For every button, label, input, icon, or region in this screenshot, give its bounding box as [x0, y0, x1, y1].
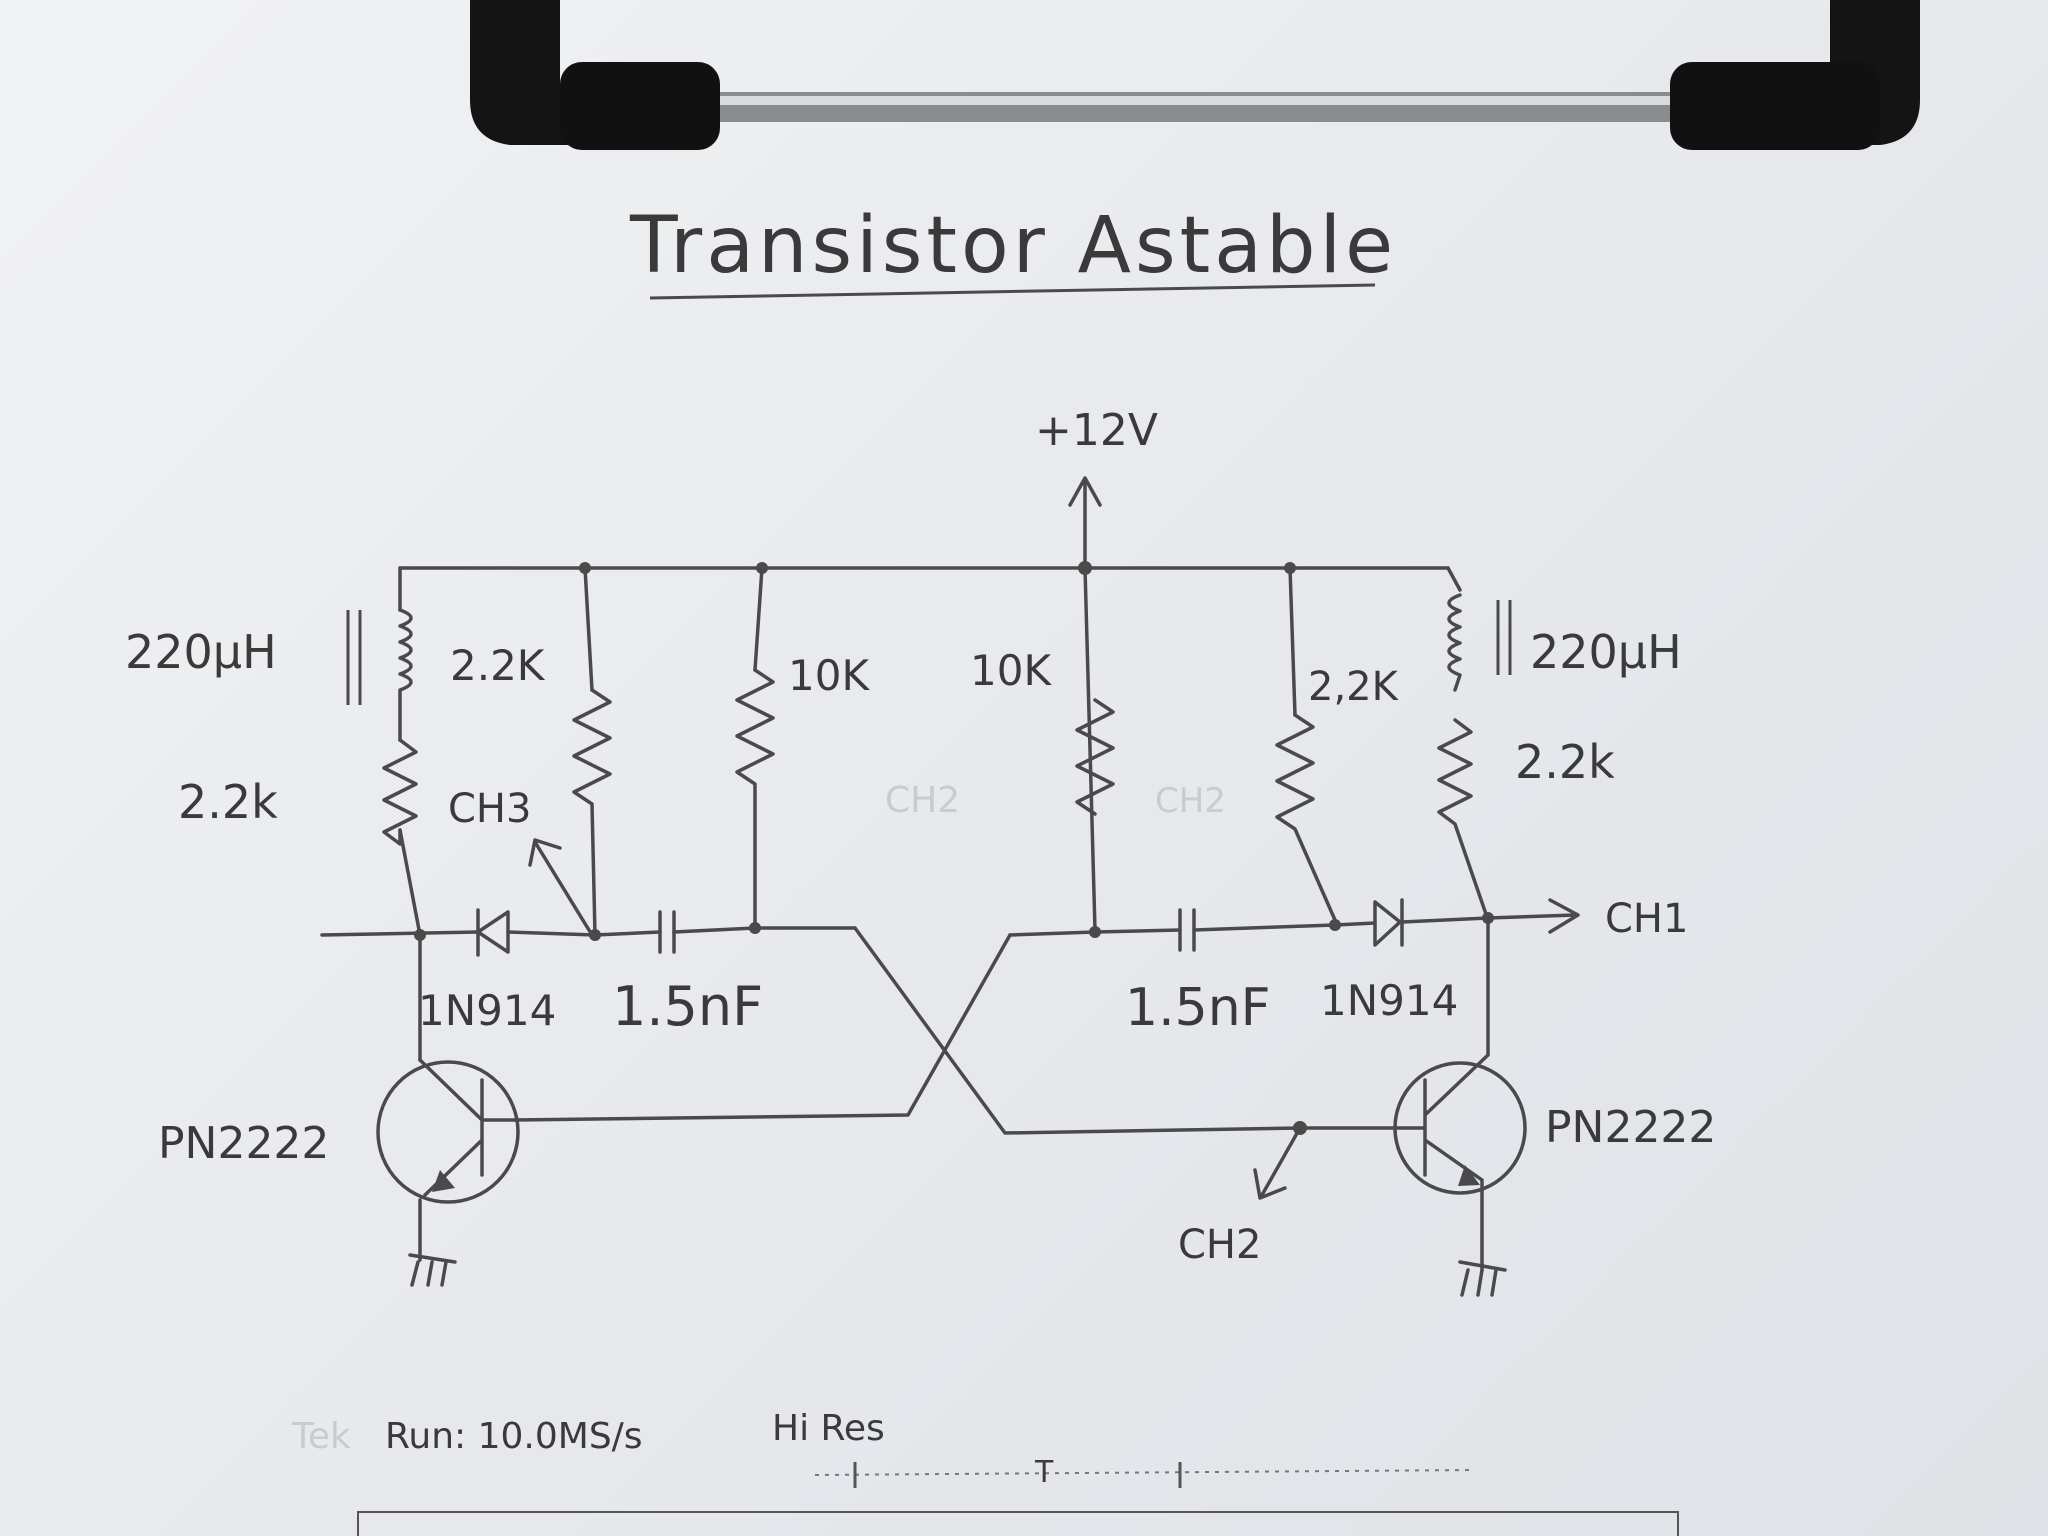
scope-brand: Tek [291, 1416, 351, 1457]
right-collector-resistor [1437, 718, 1490, 1057]
scope-mode: Hi Res [772, 1408, 885, 1449]
cross-wire-a [853, 926, 1302, 1135]
left-collector-resistor [382, 738, 418, 846]
left-collector-resistor-label: 2.2k [178, 775, 278, 829]
right-capacitor-label: 1.5nF [1125, 978, 1271, 1038]
title-underline [649, 283, 1376, 300]
ch1-label: CH1 [1605, 896, 1688, 942]
ch2-label: CH2 [1178, 1222, 1261, 1268]
right-inductor [1447, 593, 1462, 692]
ch3-probe-arrow [528, 838, 594, 937]
left-base-resistor [572, 688, 612, 937]
left-capacitor [658, 910, 676, 954]
right-diode-label: 1N914 [1320, 976, 1458, 1025]
ch3-label: CH3 [448, 786, 531, 832]
left-diode [476, 908, 510, 957]
supply-label: +12V [1035, 405, 1158, 456]
right-timing-resistor [1075, 698, 1115, 816]
left-transistor [376, 1058, 520, 1262]
left-diode-label: 1N914 [418, 986, 556, 1035]
right-timing-resistor-label: 10K [970, 646, 1052, 695]
left-transistor-label: PN2222 [158, 1118, 329, 1169]
clipboard-clip [470, 0, 1920, 150]
right-transistor-label: PN2222 [1545, 1102, 1716, 1153]
diagram-title: Transistor Astable [629, 201, 1397, 291]
ghost-label: CH2 [885, 780, 960, 821]
right-base-resistor [1275, 713, 1337, 922]
right-capacitor [1178, 908, 1196, 952]
right-transistor [1298, 1053, 1527, 1272]
left-timing-resistor-label: 10K [788, 651, 870, 700]
right-collector-resistor-label: 2.2k [1515, 735, 1615, 789]
left-inductor [398, 608, 413, 742]
left-timing-resistor [735, 668, 775, 927]
right-base-resistor-label: 2,2K [1308, 664, 1400, 710]
scope-status: Run: 10.0MS/s [385, 1416, 643, 1457]
ch2-probe-arrow [1253, 1126, 1302, 1200]
cross-wire-b [513, 933, 1012, 1122]
right-ground-icon [1458, 1260, 1507, 1297]
left-capacitor-label: 1.5nF [612, 975, 763, 1038]
left-inductor-label: 220μH [125, 625, 277, 679]
ch1-arrow [1548, 898, 1580, 934]
right-diode [1373, 898, 1404, 947]
trigger-marker: T [1034, 1455, 1054, 1490]
scope-header: Tek Run: 10.0MS/s Hi Res T [291, 1408, 1679, 1536]
right-inductor-label: 220μH [1530, 625, 1682, 679]
left-ground-icon [408, 1253, 457, 1287]
left-base-resistor-label: 2.2K [450, 641, 546, 690]
ghost-label: CH2 [1155, 781, 1226, 821]
supply-arrow [1068, 476, 1102, 570]
